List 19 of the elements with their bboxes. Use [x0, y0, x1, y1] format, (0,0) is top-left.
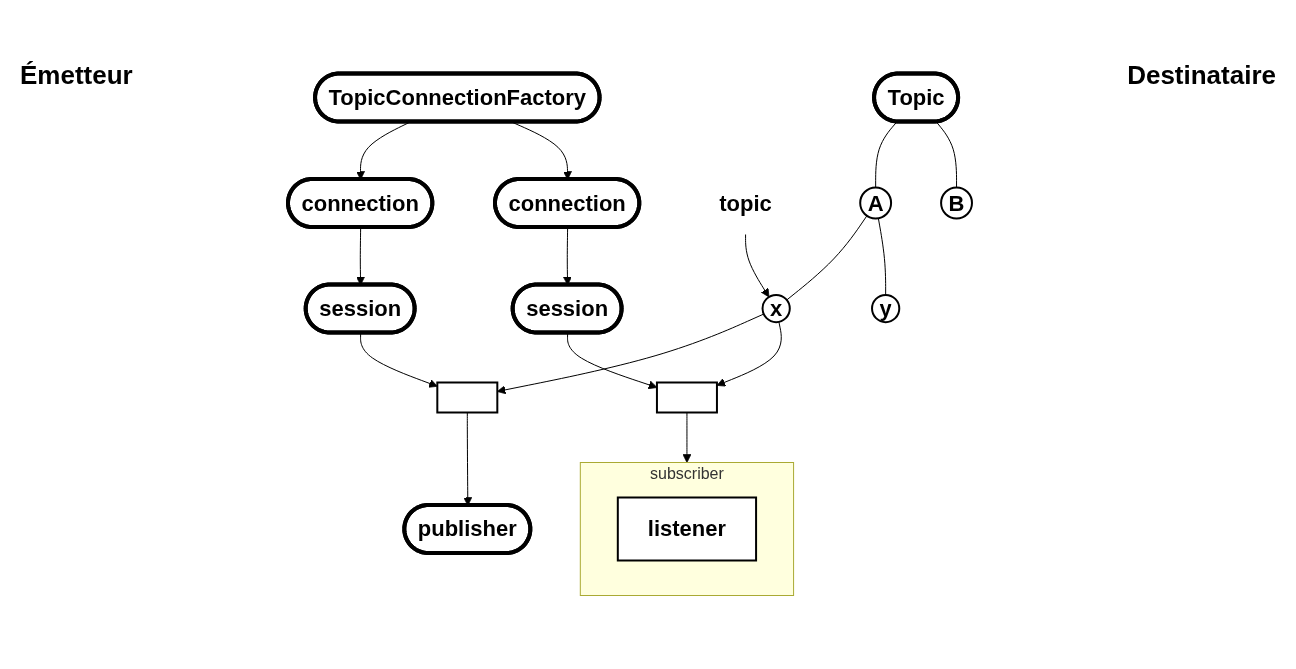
connector	[935, 121, 957, 189]
node-box	[655, 381, 718, 414]
node-circle: A	[859, 186, 893, 220]
arrow	[360, 332, 438, 388]
arrow	[745, 234, 770, 298]
node-box	[436, 381, 499, 414]
arrow	[463, 412, 473, 506]
arrow	[716, 321, 782, 387]
connector	[877, 217, 887, 296]
node-circle: y	[870, 293, 901, 324]
node-circle: B	[940, 186, 973, 220]
node-text: topic	[719, 190, 772, 216]
connector	[786, 215, 868, 301]
connector	[875, 121, 898, 189]
group-label: Destinataire	[1127, 60, 1276, 91]
arrow	[682, 412, 692, 463]
group-label: Émetteur	[20, 60, 133, 91]
node-box: listener	[616, 496, 757, 562]
node-circle: x	[761, 293, 791, 324]
